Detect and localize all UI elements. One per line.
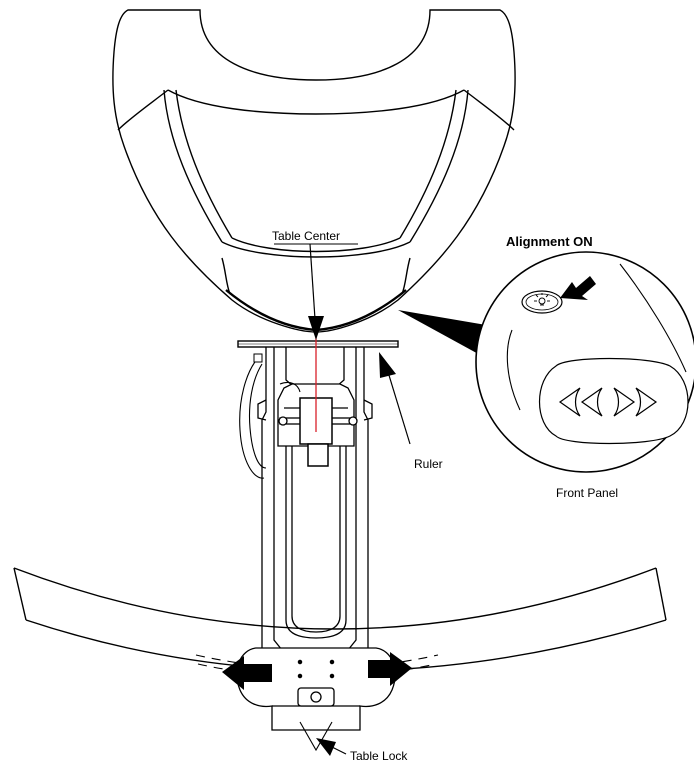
front-panel-magnifier: Alignment ON Front Panel — [398, 234, 694, 500]
arrow-left-icon — [222, 656, 272, 690]
ruler-label: Ruler — [414, 457, 443, 471]
alignment-button[interactable] — [521, 290, 563, 314]
arrow-right-icon — [368, 652, 412, 686]
chevron-left-icon[interactable] — [580, 387, 603, 417]
ruler-callout: Ruler — [379, 352, 443, 471]
table-lock-callout: Table Lock — [299, 721, 408, 763]
table-center-label: Table Center — [272, 229, 340, 243]
chevron-right-icon[interactable] — [635, 387, 658, 417]
arrow-to-button-icon — [560, 276, 596, 300]
ruler — [237, 340, 399, 348]
rotation-arrows — [222, 652, 412, 690]
gantry-head — [112, 9, 516, 333]
table-center-callout: Table Center — [272, 229, 358, 340]
chevron-right-icon[interactable] — [613, 387, 636, 417]
alignment-on-label: Alignment ON — [506, 234, 593, 249]
table-body — [239, 347, 373, 701]
chevron-left-icon[interactable] — [558, 387, 581, 417]
rotation-control-pad — [538, 357, 689, 445]
front-panel-label: Front Panel — [556, 486, 618, 500]
light-bulb-icon — [534, 293, 550, 306]
table-lock-label: Table Lock — [350, 749, 408, 763]
